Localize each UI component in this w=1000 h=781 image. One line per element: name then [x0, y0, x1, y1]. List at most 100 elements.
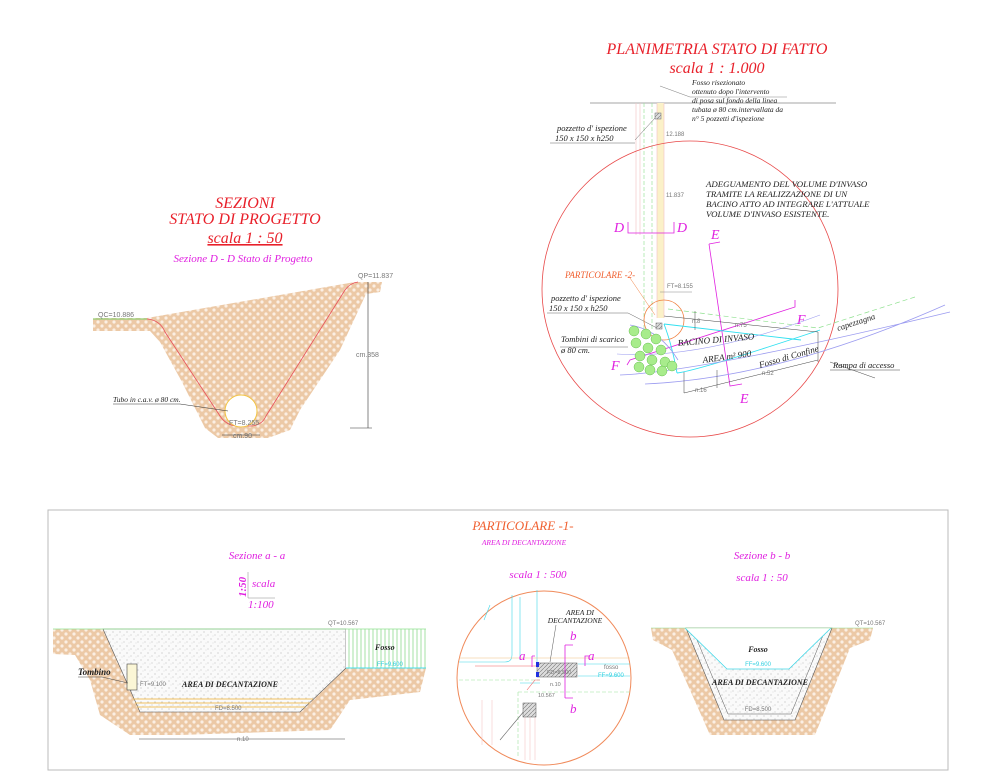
detail-fd: FD=8.500	[547, 670, 571, 676]
dim-75: n.75	[735, 323, 747, 329]
svg-text:ADEGUAMENTO DEL VOLUME D'INVAS: ADEGUAMENTO DEL VOLUME D'INVASO	[705, 179, 868, 189]
qp-label: QP=11.837	[358, 273, 393, 280]
dim-16: n.16	[695, 388, 707, 394]
section-bb-title: Sezione b - b	[734, 550, 791, 562]
terrain-fill	[93, 282, 382, 438]
svg-text:BACINO ATTO AD INTEGRARE L'ATT: BACINO ATTO AD INTEGRARE L'ATTUALE	[706, 199, 870, 209]
channel-strips	[635, 103, 665, 330]
height-dim-label: cm.358	[356, 352, 379, 359]
pozzetto-icon	[654, 112, 662, 120]
detail-fosso: fosso	[604, 665, 619, 671]
capezzagna-label: capezzagna	[836, 311, 877, 333]
sezioni-scale: scala 1 : 50	[207, 230, 282, 247]
note-text: Fosso risezionato ottenuto dopo l'interv…	[691, 78, 783, 123]
description-text: ADEGUAMENTO DEL VOLUME D'INVASO TRAMITE …	[705, 179, 870, 219]
bb-fd: FD=8.500	[745, 707, 772, 713]
section-e-bottom: E	[739, 392, 749, 407]
planimetria-title: PLANIMETRIA STATO DI FATTO	[606, 41, 828, 58]
dim-52: n.52	[762, 371, 774, 377]
tombino-label: Tombino	[78, 667, 111, 677]
bushes	[628, 325, 678, 377]
detail-circle	[456, 590, 632, 766]
rampa-label: Rampa di accesso	[832, 360, 894, 370]
svg-text:tubata ø 80 cm.intervallata da: tubata ø 80 cm.intervallata da	[692, 105, 783, 114]
svg-text:ottenuto dopo l'intervento: ottenuto dopo l'intervento	[692, 87, 770, 96]
aa-qt: QT=10.567	[328, 621, 359, 627]
aa-decantation-fill	[102, 628, 347, 713]
pozzetto-bottom-label: pozzetto d' ispezione	[550, 293, 621, 303]
section-bb-scale: scala 1 : 50	[736, 572, 788, 584]
section-bb: Sezione b - b scala 1 : 50 Fosso FF=9.60…	[651, 550, 886, 735]
bb-qt: QT=10.567	[855, 621, 886, 627]
scale-horizontal: 1:100	[248, 599, 274, 611]
bb-fosso-label: Fosso	[747, 645, 768, 654]
particolare-1-panel: PARTICOLARE -1- AREA DI DECANTAZIONE Sez…	[47, 509, 949, 771]
panel-frame	[47, 509, 949, 771]
ft-plan-label: FT=8.155	[667, 284, 694, 290]
pozzetto-top-size: 150 x 150 x h250	[555, 133, 614, 143]
section-a-left: a	[519, 648, 526, 663]
detail-scale: scala 1 : 500	[509, 569, 567, 581]
elevation-2: 11.837	[666, 193, 685, 199]
particolare-2-circle	[643, 299, 685, 341]
svg-text:TRAMITE LA REALIZZAZIONE DI UN: TRAMITE LA REALIZZAZIONE DI UN	[706, 189, 848, 199]
detail-circle	[541, 140, 839, 438]
qc-label: QC=10.886	[98, 312, 134, 319]
pozzetto-bottom-icon	[655, 322, 663, 330]
section-d-left: D	[613, 221, 624, 236]
section-f-left: F	[610, 359, 620, 374]
aa-dim: n.10	[237, 737, 249, 743]
particolare-1-subtitle: AREA DI DECANTAZIONE	[481, 538, 567, 547]
bacino-label: BACINO DI INVASO	[677, 331, 755, 348]
aa-terrain	[53, 629, 426, 735]
svg-text:di posa sul fondo della linea: di posa sul fondo della linea	[692, 96, 777, 105]
svg-text:VOLUME D'INVASO ESISTENTE.: VOLUME D'INVASO ESISTENTE.	[706, 209, 829, 219]
pipe-circle	[224, 394, 258, 428]
section-d-right: D	[676, 221, 687, 236]
decantation-detail: scala 1 : 500	[456, 569, 632, 766]
pipe-label: Tubo in c.a.v. ø 80 cm.	[113, 395, 181, 404]
section-aa-title: Sezione a - a	[229, 550, 286, 562]
aa-fd: FD=8.500	[215, 706, 242, 712]
svg-text:n° 5 pozzetti d'ispezione: n° 5 pozzetti d'ispezione	[692, 114, 765, 123]
aa-fosso-label: Fosso	[374, 643, 395, 652]
detail-ff: FF=9.600	[598, 673, 625, 679]
detail-elev: 10.567	[538, 693, 555, 699]
section-b-bottom: b	[570, 701, 577, 716]
aa-ft: FT=9.100	[140, 682, 167, 688]
pozzetto-bottom-size: 150 x 150 x h250	[549, 303, 608, 313]
section-dd-title: Sezione D - D Stato di Progetto	[174, 253, 313, 265]
bb-area-label: AREA DI DECANTAZIONE	[711, 678, 808, 687]
pozzetto-top-label: pozzetto d' ispezione	[556, 123, 627, 133]
section-b-top: b	[570, 628, 577, 643]
section-aa: Sezione a - a 1:50 scala 1:100 Tombino F…	[53, 550, 426, 743]
section-f-right: F	[796, 313, 806, 328]
fosso-confine-lines	[619, 304, 951, 385]
detail-area-label-1: AREA DI	[565, 608, 594, 617]
basin-outline	[663, 323, 821, 374]
tombino-box	[126, 663, 138, 691]
decantation-area-rect	[536, 662, 578, 678]
section-a-right: a	[588, 648, 595, 663]
scale-vertical: 1:50	[237, 576, 249, 597]
planimetria-scale: scala 1 : 1.000	[669, 60, 764, 77]
section-e-top: E	[710, 228, 720, 243]
sezioni-title: SEZIONI	[215, 195, 275, 212]
detail-dim: n.10	[550, 682, 561, 688]
dim-8: n.8	[692, 319, 701, 325]
bb-terrain	[651, 628, 873, 735]
aa-ff: FF=9.600	[377, 662, 404, 668]
bb-water-line	[684, 627, 832, 670]
width-dim-label: cm.90	[233, 433, 252, 440]
particolare-2-label: PARTICOLARE -2-	[564, 270, 635, 280]
aa-area-label: AREA DI DECANTAZIONE	[181, 680, 278, 689]
bb-ff: FF=9.600	[745, 662, 772, 668]
svg-text:Fosso risezionato: Fosso risezionato	[691, 78, 745, 87]
detail-area-label-2: DECANTAZIONE	[547, 616, 603, 625]
sezioni-subtitle: STATO DI PROGETTO	[169, 211, 321, 228]
tombini-label: Tombini di scarico	[561, 334, 624, 344]
planimetria-section: PLANIMETRIA STATO DI FATTO scala 1 : 1.0…	[541, 41, 951, 438]
sezioni-section: SEZIONI STATO DI PROGETTO scala 1 : 50 S…	[93, 195, 393, 440]
aa-fosso-hatch	[346, 629, 426, 668]
